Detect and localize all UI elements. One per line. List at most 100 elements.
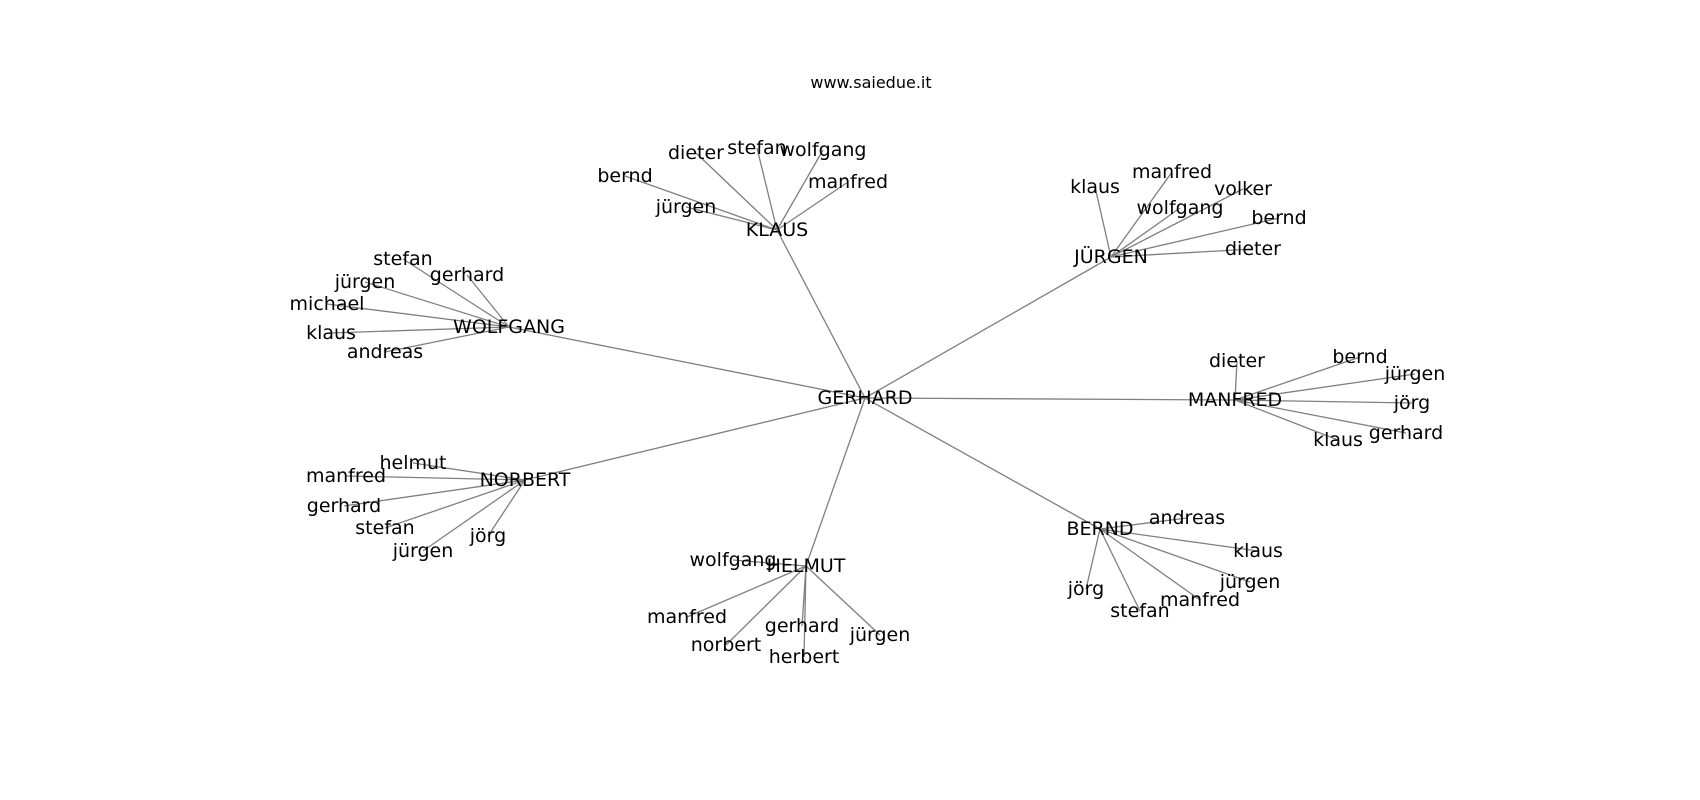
edge-helmut-leaf-0 — [732, 559, 807, 567]
leaf-node-bernd-4: stefan — [1110, 600, 1169, 622]
leaf-node-norbert-4: jürgen — [392, 540, 454, 562]
leaf-node-helmut-3: gerhard — [765, 615, 839, 637]
leaf-node-bernd-5: jörg — [1067, 578, 1104, 600]
edge-root-manfred — [864, 397, 1236, 401]
leaf-node-helmut-4: herbert — [769, 646, 840, 668]
edge-klaus-leaf-4 — [776, 181, 849, 231]
leaf-node-jurgen-4: bernd — [1251, 207, 1306, 229]
edge-root-wolfgang — [508, 326, 866, 399]
leaf-node-manfred-5: klaus — [1313, 429, 1363, 451]
leaf-node-bernd-0: andreas — [1149, 507, 1225, 529]
edge-klaus-leaf-0 — [695, 152, 778, 231]
leaf-node-manfred-2: jürgen — [1384, 363, 1446, 385]
leaf-node-klaus-3: bernd — [597, 165, 652, 187]
edges-layer — [326, 147, 1416, 658]
edge-manfred-leaf-0 — [1234, 360, 1238, 401]
root-node-label: GERHARD — [817, 387, 912, 409]
edge-wolfgang-leaf-1 — [466, 274, 510, 328]
leaf-node-wolfgang-2: jürgen — [334, 271, 396, 293]
edge-norbert-leaf-0 — [412, 462, 526, 481]
edge-wolfgang-leaf-0 — [402, 258, 510, 328]
edge-bernd-leaf-4 — [1099, 528, 1141, 612]
leaf-node-wolfgang-3: michael — [290, 293, 365, 315]
leaf-node-norbert-0: helmut — [379, 452, 446, 474]
edge-bernd-leaf-0 — [1099, 517, 1188, 530]
edge-jurgen-leaf-3 — [1110, 207, 1181, 258]
leaf-node-helmut-1: manfred — [647, 606, 727, 628]
edge-norbert-leaf-4 — [422, 479, 526, 552]
edge-root-helmut — [805, 397, 866, 567]
hub-node-helmut: HELMUT — [767, 555, 846, 577]
edge-manfred-leaf-3 — [1234, 399, 1413, 404]
leaf-node-klaus-2: wolfgang — [780, 139, 867, 161]
hub-node-norbert: NORBERT — [480, 469, 571, 491]
edge-bernd-leaf-3 — [1099, 528, 1201, 601]
edge-norbert-leaf-1 — [345, 475, 526, 481]
edge-bernd-leaf-2 — [1099, 528, 1251, 583]
leaf-node-wolfgang-1: gerhard — [430, 264, 504, 286]
site-title: www.saiedue.it — [810, 73, 931, 92]
edge-root-bernd — [864, 397, 1101, 530]
edge-jurgen-leaf-4 — [1110, 217, 1280, 258]
edge-bernd-leaf-1 — [1099, 528, 1259, 552]
leaf-node-norbert-3: stefan — [355, 517, 414, 539]
leaf-node-klaus-0: dieter — [668, 142, 724, 164]
leaf-node-manfred-3: jörg — [1393, 392, 1430, 414]
edge-root-norbert — [524, 397, 866, 481]
edge-manfred-leaf-1 — [1234, 356, 1361, 401]
edge-jurgen-leaf-1 — [1110, 171, 1173, 258]
edge-wolfgang-leaf-3 — [326, 303, 510, 328]
leaf-node-norbert-1: manfred — [306, 465, 386, 487]
edge-klaus-leaf-3 — [624, 175, 778, 231]
hub-node-bernd: BERND — [1066, 518, 1133, 540]
edge-wolfgang-leaf-2 — [364, 281, 510, 328]
leaf-node-wolfgang-5: andreas — [347, 341, 423, 363]
leaf-node-wolfgang-0: stefan — [373, 248, 432, 270]
edge-klaus-leaf-1 — [756, 147, 778, 231]
leaf-node-jurgen-0: klaus — [1070, 176, 1120, 198]
leaf-node-wolfgang-4: klaus — [306, 322, 356, 344]
leaf-node-jurgen-1: manfred — [1132, 161, 1212, 183]
hub-node-klaus: KLAUS — [746, 219, 808, 241]
leaf-node-jurgen-3: wolfgang — [1137, 197, 1224, 219]
leaf-node-jurgen-5: dieter — [1225, 238, 1281, 260]
leaf-node-manfred-4: gerhard — [1369, 422, 1443, 444]
leaf-node-jurgen-2: volker — [1214, 178, 1272, 200]
edge-helmut-leaf-5 — [805, 565, 881, 636]
edge-manfred-leaf-2 — [1234, 373, 1416, 401]
edge-norbert-leaf-3 — [384, 479, 526, 529]
leaf-node-klaus-1: stefan — [727, 137, 786, 159]
leaf-node-manfred-0: dieter — [1209, 350, 1265, 372]
leaf-node-klaus-4: manfred — [808, 171, 888, 193]
leaf-node-bernd-3: manfred — [1160, 589, 1240, 611]
leaf-node-helmut-2: norbert — [691, 634, 762, 656]
edge-bernd-leaf-5 — [1085, 528, 1101, 590]
leaf-node-manfred-1: bernd — [1332, 346, 1387, 368]
edge-klaus-leaf-5 — [685, 206, 778, 231]
edge-helmut-leaf-4 — [803, 565, 807, 658]
hub-node-wolfgang: WOLFGANG — [453, 316, 565, 338]
edge-jurgen-leaf-5 — [1110, 248, 1254, 258]
edge-wolfgang-leaf-4 — [330, 326, 510, 334]
edge-jurgen-leaf-0 — [1094, 186, 1112, 258]
edge-wolfgang-leaf-5 — [384, 326, 510, 353]
edge-klaus-leaf-2 — [776, 149, 824, 231]
leaf-node-norbert-2: gerhard — [307, 495, 381, 517]
edge-norbert-leaf-5 — [487, 479, 526, 537]
edge-helmut-leaf-1 — [686, 565, 807, 618]
hub-node-manfred: MANFRED — [1188, 389, 1282, 411]
leaf-node-bernd-2: jürgen — [1219, 571, 1281, 593]
leaf-node-norbert-5: jörg — [469, 525, 506, 547]
edge-manfred-leaf-5 — [1234, 399, 1339, 441]
leaf-node-bernd-1: klaus — [1233, 540, 1283, 562]
leaf-node-helmut-5: jürgen — [849, 624, 911, 646]
leaf-node-klaus-5: jürgen — [655, 196, 717, 218]
edge-jurgen-leaf-2 — [1110, 188, 1244, 258]
hub-node-jurgen: JÜRGEN — [1073, 245, 1148, 268]
edge-norbert-leaf-2 — [343, 479, 526, 507]
edge-helmut-leaf-2 — [725, 565, 807, 646]
edge-manfred-leaf-4 — [1234, 399, 1407, 434]
edge-root-jurgen — [864, 256, 1112, 399]
